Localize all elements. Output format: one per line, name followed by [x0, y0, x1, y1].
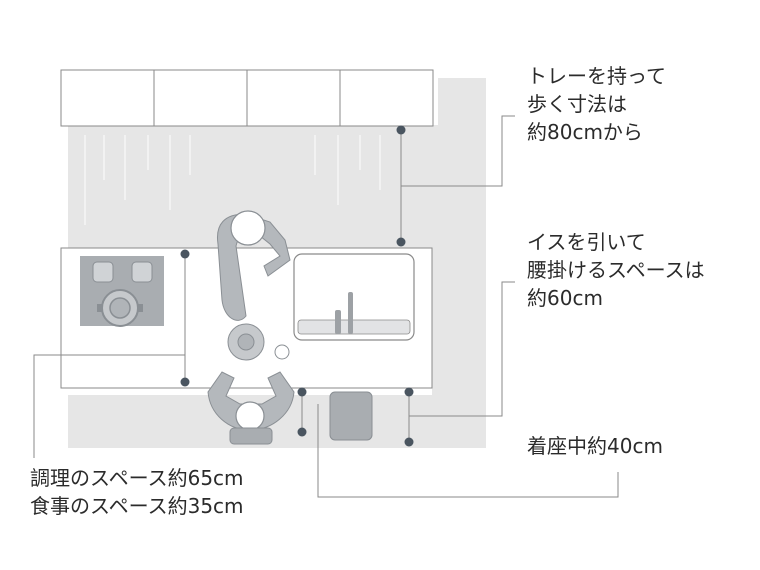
annotation-space-line-2: 食事のスペース約35cm: [30, 494, 244, 518]
back-aisle-floor: [68, 78, 486, 448]
annotation-tray-line-2: 歩く寸法は: [527, 92, 627, 116]
cooktop: [80, 256, 164, 327]
annotation-tray-line-1: トレーを持って: [527, 64, 666, 88]
diner-figure: [207, 371, 295, 445]
annotation-chair-line-1: イスを引いて: [527, 230, 646, 254]
aisle-hatch: [84, 135, 381, 225]
annotation-chair-line-3: 約60cm: [527, 286, 603, 310]
cook-figure: [216, 210, 291, 361]
dimension-lines: [33, 115, 619, 498]
annotation-space-line-1: 調理のスペース約65cm: [30, 466, 244, 490]
chair: [329, 391, 373, 441]
sink: [293, 253, 415, 341]
dimension-dots: [180, 125, 414, 447]
annotation-tray-line-3: 約80cmから: [527, 120, 643, 144]
annotation-tray-walk: トレーを持って 歩く寸法は 約80cmから: [527, 62, 666, 146]
annotation-chair-line-2: 腰掛けるスペースは: [527, 258, 705, 282]
upper-cabinets: [60, 69, 434, 127]
annotation-seat-line-1: 着座中約40cm: [527, 434, 663, 458]
annotation-counter-space: 調理のスペース約65cm 食事のスペース約35cm: [30, 464, 244, 520]
annotation-chair-space: イスを引いて 腰掛けるスペースは 約60cm: [527, 228, 705, 312]
annotation-seated: 着座中約40cm: [527, 432, 663, 460]
